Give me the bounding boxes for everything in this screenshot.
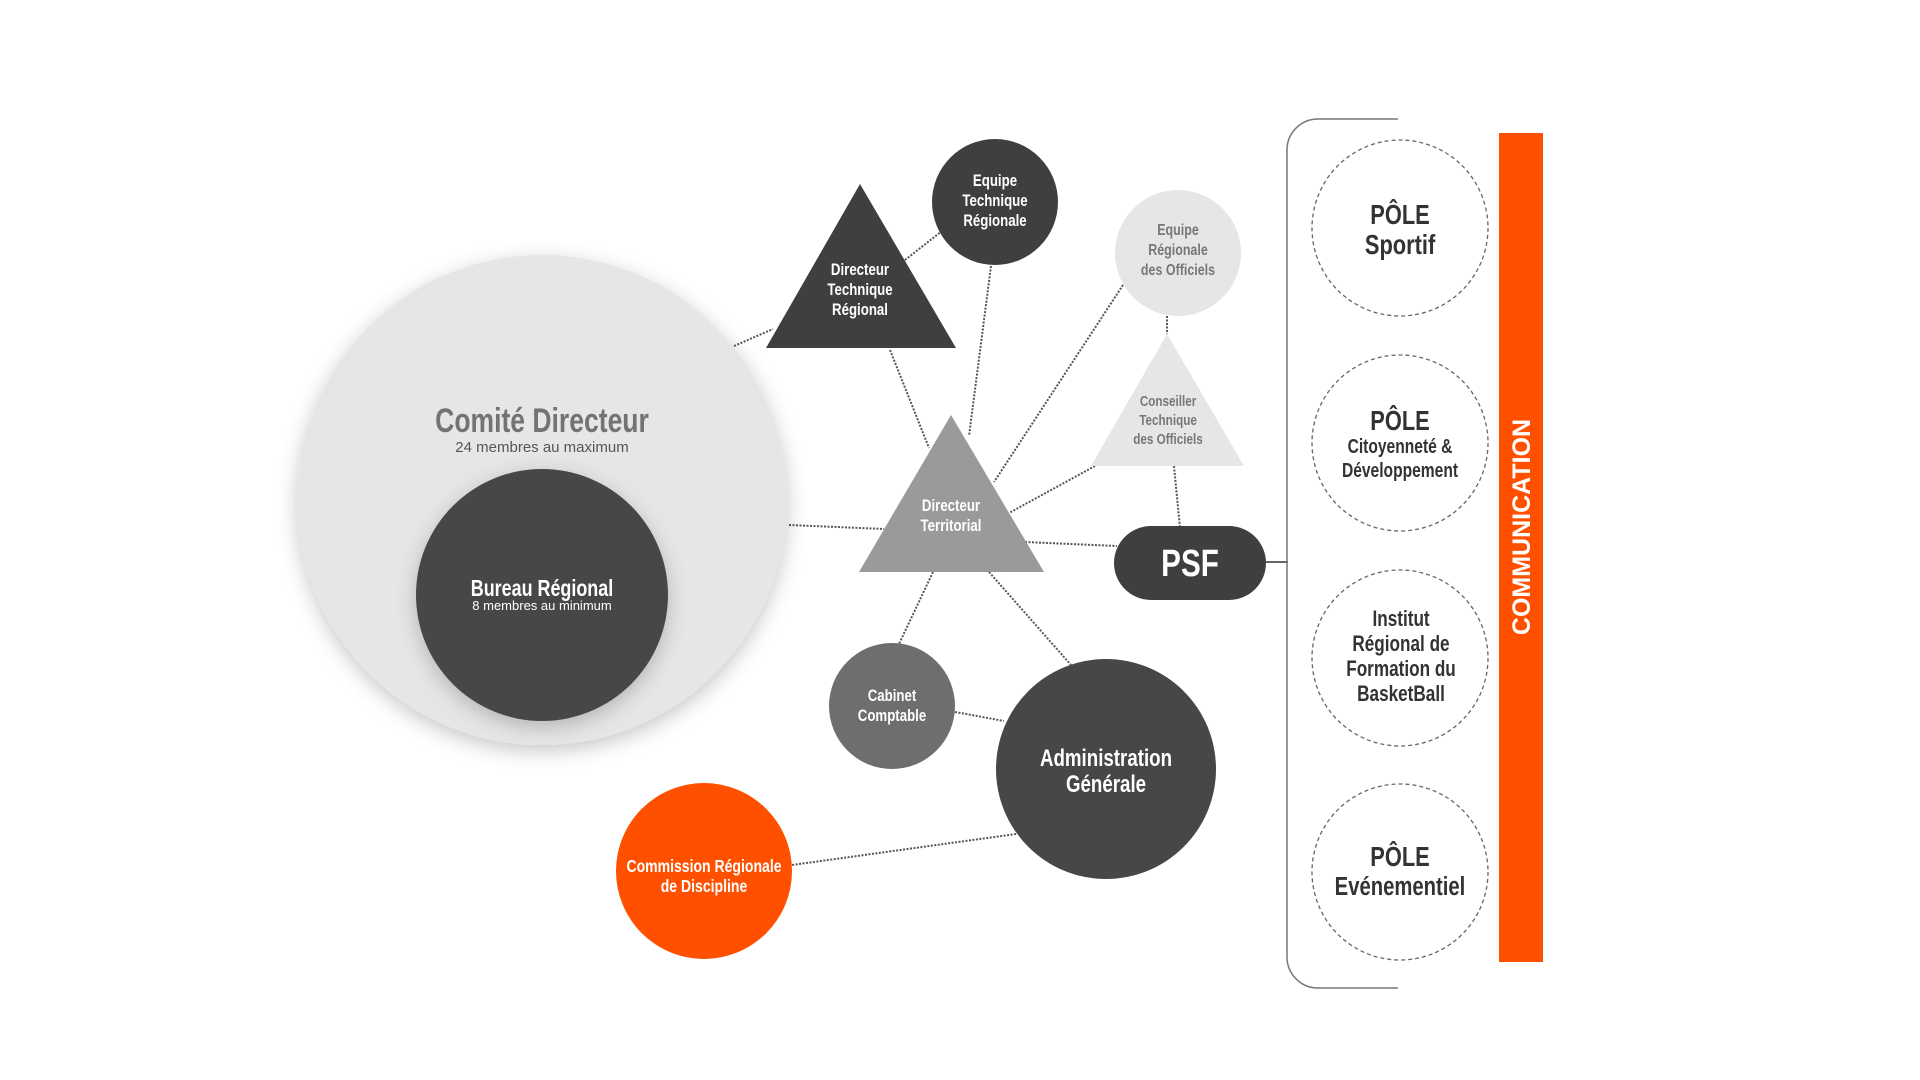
link-cabinet-admin: [954, 711, 1005, 722]
psf-node[interactable]: PSF: [1114, 526, 1266, 600]
ero-label: des Officiels: [1141, 262, 1215, 280]
dtr-label: Régional: [832, 301, 888, 320]
admin-label: Générale: [1066, 771, 1146, 798]
psf-label: PSF: [1161, 543, 1219, 585]
pole-label: Formation du: [1346, 657, 1456, 682]
link-dt-psf: [1024, 541, 1118, 547]
equipe-regionale-officiels-node[interactable]: Equipe Régionale des Officiels: [1115, 190, 1241, 316]
link-dtr-etr: [904, 230, 943, 261]
link-ero-dt: [993, 284, 1124, 483]
pole-label: Sportif: [1365, 229, 1436, 260]
poles-bracket: [1286, 118, 1398, 989]
cabinet-label: Comptable: [858, 707, 926, 726]
ero-label: Régionale: [1148, 242, 1208, 260]
communication-label: COMMUNICATION: [1508, 419, 1536, 635]
etr-label: Régionale: [963, 212, 1026, 231]
pole-evenementiel[interactable]: PÔLE Evénementiel: [1311, 783, 1489, 961]
dt-triangle: [859, 415, 1044, 572]
pole-circle: [1311, 139, 1489, 317]
communication-bar[interactable]: COMMUNICATION: [1499, 133, 1543, 962]
pole-circle: [1311, 783, 1489, 961]
dt-label: Territorial: [921, 517, 982, 536]
pole-sportif[interactable]: PÔLE Sportif: [1311, 139, 1489, 317]
pole-circle: [1311, 354, 1489, 532]
admin-label: Administration: [1040, 745, 1172, 772]
pole-label: Institut: [1372, 607, 1430, 632]
link-cto-dt: [1008, 465, 1096, 514]
link-dt-admin: [988, 571, 1072, 666]
pole-label: Citoyenneté &: [1348, 435, 1453, 457]
directeur-territorial-node[interactable]: Directeur Territorial: [859, 415, 1044, 572]
conseiller-technique-officiels-node[interactable]: Conseiller Technique des Officiels: [1091, 334, 1244, 466]
link-comite-dt: [788, 524, 885, 530]
cabinet-comptable-node[interactable]: Cabinet Comptable: [829, 643, 955, 769]
cto-label: Conseiller: [1140, 393, 1197, 410]
equipe-technique-regionale-node[interactable]: Equipe Technique Régionale: [932, 139, 1058, 265]
link-admin-commission: [791, 833, 1017, 866]
cabinet-circle: [829, 643, 955, 769]
psf-pill: [1114, 526, 1266, 600]
etr-label: Technique: [962, 192, 1027, 211]
pole-circle: [1311, 569, 1489, 747]
pole-citoyennete[interactable]: PÔLE Citoyenneté & Développement: [1311, 354, 1489, 532]
ero-label: Equipe: [1157, 222, 1199, 240]
dtr-label: Technique: [827, 281, 892, 300]
bureau-subtitle: 8 membres au minimum: [472, 598, 611, 613]
cto-label: des Officiels: [1133, 431, 1203, 448]
commission-circle: [616, 783, 792, 959]
admin-circle: [996, 659, 1216, 879]
bureau-title: Bureau Régional: [471, 576, 613, 602]
pole-label: Evénementiel: [1335, 872, 1466, 901]
commission-label: de Discipline: [661, 876, 748, 896]
bureau-circle: [416, 469, 668, 721]
commission-label: Commission Régionale: [626, 856, 781, 876]
link-comite-dtr: [733, 328, 774, 347]
directeur-technique-regional-node[interactable]: Directeur Technique Régional: [766, 184, 956, 348]
communication-rect: [1499, 133, 1543, 962]
ero-circle: [1115, 190, 1241, 316]
link-dtr-dt: [889, 349, 930, 449]
commission-discipline-node[interactable]: Commission Régionale de Discipline: [616, 783, 792, 959]
cabinet-label: Cabinet: [868, 687, 917, 706]
dt-label: Directeur: [922, 497, 980, 516]
etr-label: Equipe: [973, 172, 1017, 191]
comite-title: Comité Directeur: [435, 402, 649, 440]
cto-triangle: [1091, 334, 1244, 466]
link-etr-dt: [968, 265, 992, 437]
pole-label: Régional de: [1352, 632, 1449, 657]
dtr-triangle: [766, 184, 956, 348]
link-cto-psf: [1173, 465, 1181, 529]
connector-lines: [733, 230, 1288, 866]
pole-label: PÔLE: [1370, 403, 1429, 436]
dtr-label: Directeur: [831, 261, 889, 280]
etr-circle: [932, 139, 1058, 265]
administration-generale-node[interactable]: Administration Générale: [996, 659, 1216, 879]
pole-institut[interactable]: Institut Régional de Formation du Basket…: [1311, 569, 1489, 747]
bureau-regional-node[interactable]: Bureau Régional 8 membres au minimum: [416, 469, 668, 721]
pole-label: BasketBall: [1357, 682, 1445, 707]
pole-label: PÔLE: [1370, 839, 1429, 872]
pole-label: PÔLE: [1370, 197, 1429, 230]
pole-label: Développement: [1342, 459, 1458, 481]
comite-subtitle: 24 membres au maximum: [455, 439, 628, 456]
link-dt-cabinet: [898, 571, 934, 645]
cto-label: Technique: [1139, 412, 1197, 429]
